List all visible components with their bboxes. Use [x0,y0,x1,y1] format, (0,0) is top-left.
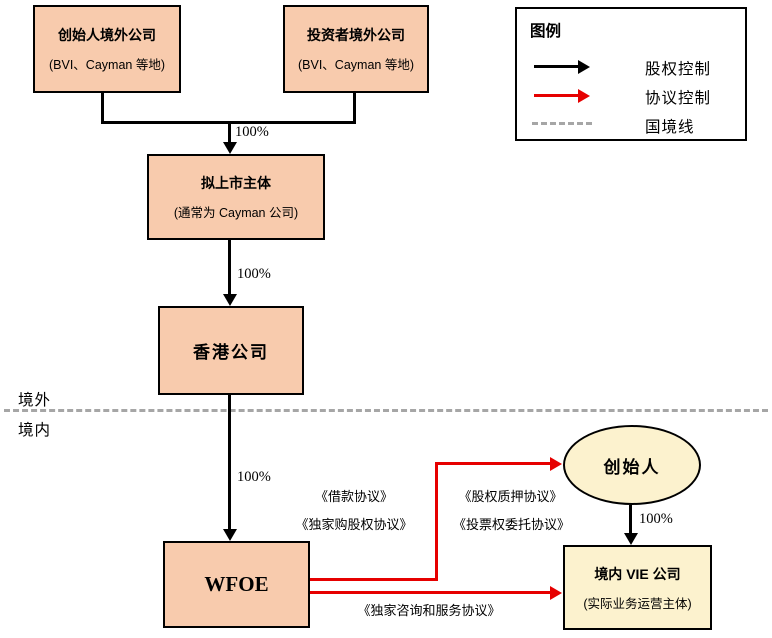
edge-wfoe-founder-seg1 [310,578,438,581]
edge-label-pledge-agreement: 《股权质押协议》 [458,489,563,504]
black-arrow-icon [534,65,580,68]
node-investor-offshore-subtitle: (BVI、Cayman 等地) [298,58,414,72]
edge-merge-stem [228,121,231,143]
edge-label-service-agreement: 《独家咨询和服务协议》 [357,603,501,618]
edge-founder-offshore-down [101,93,104,124]
national-border-line [4,409,768,412]
legend-item-border-line: 国境线 [517,115,745,136]
edge-label-option-agreement: 《独家购股权协议》 [295,517,413,532]
black-arrowhead-icon [578,59,590,74]
legend: 图例 股权控制 协议控制 国境线 [515,7,747,141]
node-listco-title: 拟上市主体 [201,175,271,191]
node-investor-offshore-title: 投资者境外公司 [307,27,405,43]
arrowhead-to-vie-red [550,585,562,600]
edge-wfoe-vie [310,591,551,594]
node-vie: 境内 VIE 公司 (实际业务运营主体) [563,545,712,630]
red-arrowhead-icon [578,88,590,103]
legend-title: 图例 [530,23,562,40]
edge-wfoe-founder-seg2 [435,462,438,581]
node-wfoe-title: WFOE [204,572,269,596]
legend-item-agreement-control: 协议控制 [517,86,745,107]
arrowhead-to-founder [550,456,562,471]
edge-label-pct-wfoe: 100% [237,469,271,485]
edge-founder-vie [629,505,632,534]
node-listco-subtitle: (通常为 Cayman 公司) [173,206,299,220]
arrowhead-to-wfoe [222,529,237,541]
node-founder-offshore-title: 创始人境外公司 [58,27,156,43]
arrowhead-to-listco [222,142,237,154]
edge-label-pct-listco: 100% [235,124,269,140]
node-investor-offshore: 投资者境外公司 (BVI、Cayman 等地) [283,5,429,93]
dashed-line-icon [532,122,592,125]
node-founder-offshore: 创始人境外公司 (BVI、Cayman 等地) [33,5,181,93]
node-vie-subtitle: (实际业务运营主体) [583,596,692,611]
legend-item-equity-control: 股权控制 [517,57,745,78]
edge-wfoe-founder-seg3 [435,462,551,465]
edge-hk-wfoe [228,395,231,530]
region-label-offshore: 境外 [18,392,52,409]
node-founder-offshore-subtitle: (BVI、Cayman 等地) [49,58,165,72]
arrowhead-to-hk [222,294,237,306]
edge-investor-offshore-down [353,93,356,124]
node-listco: 拟上市主体 (通常为 Cayman 公司) [147,154,325,240]
edge-label-loan-agreement: 《借款协议》 [314,489,393,504]
legend-item-agreement-control-label: 协议控制 [645,90,712,107]
node-founder: 创始人 [563,425,701,505]
node-hk-company-title: 香港公司 [193,343,269,362]
edge-label-proxy-agreement: 《投票权委托协议》 [452,517,570,532]
red-arrow-icon [534,94,580,97]
legend-item-equity-control-label: 股权控制 [645,61,712,78]
legend-item-border-line-label: 国境线 [645,119,695,136]
region-label-onshore: 境内 [18,422,52,439]
node-wfoe: WFOE [163,541,310,628]
node-vie-title: 境内 VIE 公司 [594,565,681,582]
node-founder-title: 创始人 [603,457,661,477]
node-hk-company: 香港公司 [158,306,304,395]
edge-listco-hk [228,240,231,295]
arrowhead-to-vie [623,533,638,545]
edge-label-pct-vie: 100% [639,511,673,527]
edge-label-pct-hk: 100% [237,266,271,282]
